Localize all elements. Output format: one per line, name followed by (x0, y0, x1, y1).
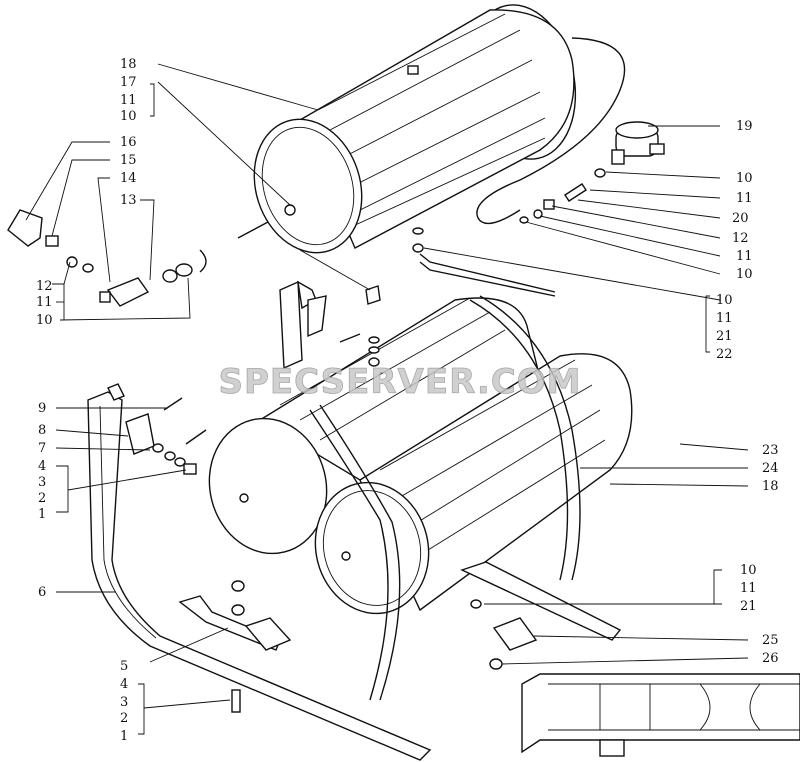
callout-1-lower: 1 (120, 729, 128, 744)
callout-10-left: 10 (36, 313, 53, 328)
fittings-right-cluster (412, 168, 606, 297)
left-bracket-parts (125, 397, 207, 475)
callout-6: 6 (38, 585, 46, 600)
callout-11-left: 11 (36, 295, 53, 310)
pressure-regulator (611, 121, 665, 165)
callout-24: 24 (762, 461, 779, 476)
callout-10-top: 10 (120, 109, 137, 124)
callout-3-upper: 3 (38, 475, 46, 490)
callout-21-lower: 21 (740, 599, 757, 614)
callout-8: 8 (38, 423, 46, 438)
callout-12-left: 12 (36, 279, 53, 294)
mounting-post (279, 280, 327, 370)
callout-21-upper: 21 (716, 329, 733, 344)
callout-18-lower: 18 (762, 479, 779, 494)
lower-air-tanks (208, 297, 633, 615)
callout-15: 15 (120, 153, 137, 168)
callout-10-right-c: 10 (716, 293, 733, 308)
callout-10-lower: 10 (740, 563, 757, 578)
callout-2-upper: 2 (38, 491, 46, 506)
callout-1-upper: 1 (38, 507, 46, 522)
fittings-centre (339, 285, 381, 367)
fittings-left-cluster (7, 209, 193, 307)
tank-straps (309, 295, 581, 701)
callout-23: 23 (762, 443, 779, 458)
callout-20: 20 (732, 211, 749, 226)
support-frame (87, 383, 432, 761)
callout-22: 22 (716, 347, 733, 362)
air-line-upper (476, 37, 626, 225)
callout-10-right-a: 10 (736, 171, 753, 186)
callout-19: 19 (736, 119, 753, 134)
upper-air-tank (253, 4, 577, 254)
leader-lines (25, 63, 749, 735)
callout-18-top: 18 (120, 57, 137, 72)
callout-2-lower: 2 (120, 711, 128, 726)
callout-12-right: 12 (732, 231, 749, 246)
air-line-left (237, 221, 269, 239)
callout-14: 14 (120, 171, 137, 186)
line-end-left (199, 249, 207, 273)
callout-16: 16 (120, 135, 137, 150)
frame-inset-view (521, 673, 800, 757)
callout-11-right-b: 11 (736, 249, 753, 264)
right-lower-bracket (460, 561, 622, 670)
callout-9: 9 (38, 401, 46, 416)
callout-3-lower: 3 (120, 695, 128, 710)
callout-11-right-c: 11 (716, 311, 733, 326)
callout-labels: 18 17 11 10 16 15 14 13 12 11 10 19 10 1… (36, 57, 779, 744)
callout-10-right-b: 10 (736, 267, 753, 282)
watermark-text: SPECSERVER.COM (218, 362, 581, 402)
callout-26: 26 (762, 651, 779, 666)
callout-13: 13 (120, 193, 137, 208)
callout-4-lower: 4 (120, 677, 128, 692)
callout-11-top: 11 (120, 93, 137, 108)
callout-5: 5 (120, 659, 128, 674)
cross-member (178, 580, 292, 713)
callout-17: 17 (120, 75, 137, 90)
callout-7: 7 (38, 441, 46, 456)
callout-25: 25 (762, 633, 779, 648)
callout-4-upper: 4 (38, 459, 46, 474)
callout-11-right-a: 11 (736, 191, 753, 206)
callout-11-lower: 11 (740, 581, 757, 596)
